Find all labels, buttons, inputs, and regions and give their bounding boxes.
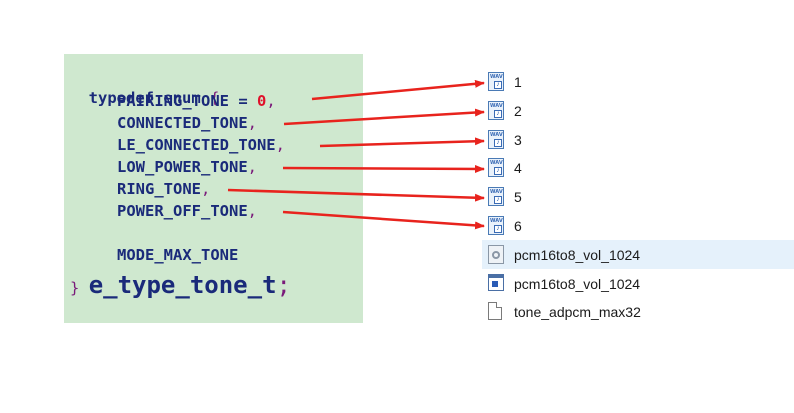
file-item[interactable]: WAV♪ 6 (482, 212, 794, 240)
arrow-ring-to-5 (227, 188, 485, 202)
arrow-pairing-to-1 (311, 79, 485, 101)
enum-entry-name: LE_CONNECTED_TONE (117, 136, 276, 154)
open-brace: { (210, 89, 220, 107)
enum-entry-low-power-tone: LOW_POWER_TONE, (117, 157, 257, 177)
wav-file-icon: WAV♪ (488, 72, 506, 92)
wav-file-icon: WAV♪ (488, 158, 506, 178)
wav-file-icon: WAV♪ (488, 101, 506, 121)
enum-comma: , (247, 202, 257, 220)
file-item[interactable]: WAV♪ 4 (482, 154, 794, 182)
enum-entry-name: PAIRING_TONE (117, 92, 229, 110)
settings-file-icon (488, 244, 506, 265)
typedef-keyword: typedef enum (88, 89, 201, 107)
file-item[interactable]: pcm16to8_vol_1024 (482, 270, 794, 298)
file-name: 6 (514, 218, 522, 234)
file-name: pcm16to8_vol_1024 (514, 276, 641, 292)
type-name: e_type_tone_t (88, 271, 277, 299)
file-item[interactable]: WAV♪ 1 (482, 68, 794, 96)
file-name: 2 (514, 103, 522, 119)
enum-comma: , (247, 158, 257, 176)
enum-entry-power-off-tone: POWER_OFF_TONE, (117, 201, 257, 221)
enum-entry-connected-tone: CONNECTED_TONE, (117, 113, 257, 133)
enum-entry-name: MODE_MAX_TONE (117, 246, 239, 264)
enum-comma: , (275, 136, 285, 154)
blank-file-icon (488, 302, 506, 322)
enum-assign: = (228, 92, 257, 110)
wav-file-icon: WAV♪ (488, 187, 506, 207)
semicolon: ; (276, 271, 291, 299)
file-name: tone_adpcm_max32 (514, 304, 641, 320)
file-item-selected[interactable]: pcm16to8_vol_1024 (482, 240, 794, 269)
file-name: 4 (514, 160, 522, 176)
close-brace: } (70, 279, 80, 297)
enum-comma: , (266, 92, 276, 110)
enum-entry-le-connected-tone: LE_CONNECTED_TONE, (117, 135, 285, 155)
application-file-icon (488, 274, 506, 294)
code-line-closing: } e_type_tone_t; (70, 271, 291, 299)
wav-file-icon: WAV♪ (488, 130, 506, 150)
arrow-le-connected-to-3 (319, 137, 485, 148)
arrow-connected-to-2 (283, 108, 485, 126)
enum-entry-mode-max-tone: MODE_MAX_TONE (117, 245, 238, 265)
file-item[interactable]: WAV♪ 5 (482, 183, 794, 211)
file-name: 5 (514, 189, 522, 205)
file-item[interactable]: WAV♪ 3 (482, 126, 794, 154)
code-line-typedef: typedef enum { (70, 68, 220, 108)
enum-entry-ring-tone: RING_TONE, (117, 179, 210, 199)
enum-entry-pairing-tone: PAIRING_TONE = 0, (117, 91, 276, 111)
arrow-power-off-to-6 (282, 210, 485, 230)
enum-entry-name: POWER_OFF_TONE (117, 202, 248, 220)
enum-entry-name: RING_TONE (117, 180, 201, 198)
enum-comma: , (247, 114, 257, 132)
file-list: WAV♪ 1 WAV♪ 2 WAV♪ 3 WAV♪ 4 WAV♪ 5 WAV♪ … (482, 68, 794, 338)
file-item[interactable]: WAV♪ 2 (482, 97, 794, 125)
enum-comma: , (201, 180, 211, 198)
file-name: 3 (514, 132, 522, 148)
file-name: 1 (514, 74, 522, 90)
wav-file-icon: WAV♪ (488, 216, 506, 236)
file-name: pcm16to8_vol_1024 (514, 246, 641, 263)
file-item[interactable]: tone_adpcm_max32 (482, 298, 794, 326)
enum-entry-name: CONNECTED_TONE (117, 114, 248, 132)
arrow-low-power-to-4 (282, 164, 485, 173)
enum-value: 0 (256, 92, 267, 110)
enum-entry-name: LOW_POWER_TONE (117, 158, 248, 176)
